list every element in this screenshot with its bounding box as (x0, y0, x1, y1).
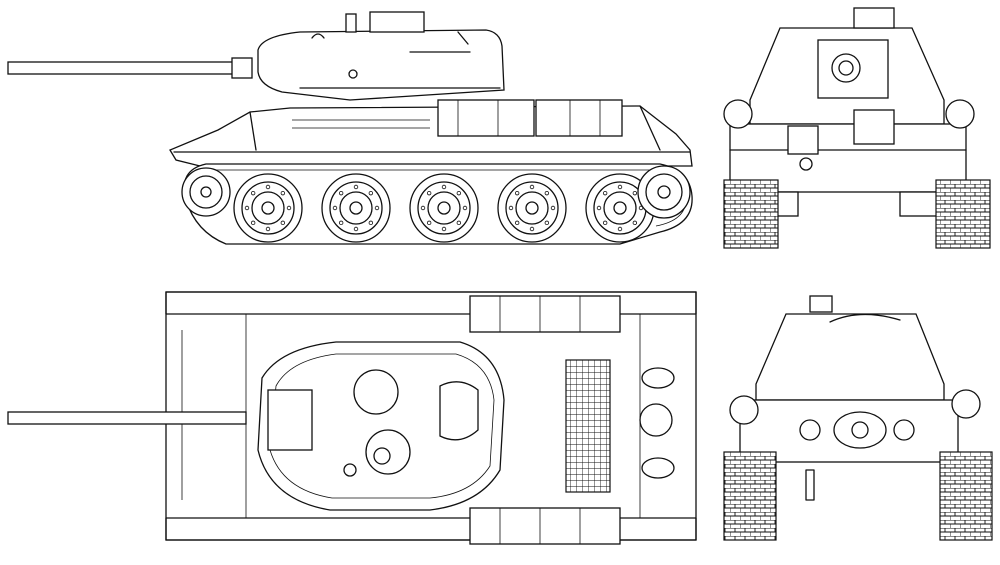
gun-muzzle (831, 53, 861, 83)
main-gun-barrel (7, 57, 253, 79)
rear-access-hatch (833, 411, 887, 449)
top-view (7, 291, 697, 545)
exhaust-right (893, 419, 915, 441)
exhaust-left (799, 419, 821, 441)
road-wheel (585, 173, 655, 243)
headlight-right (945, 99, 975, 129)
rear-track-right (939, 451, 993, 541)
front-view (723, 7, 991, 249)
turret-side (257, 11, 505, 101)
commander-cupola (353, 369, 399, 415)
headlight-left (723, 99, 753, 129)
turret-top (257, 341, 505, 511)
engine-grille (565, 359, 611, 493)
fuel-drum-left (729, 395, 759, 425)
track-right (935, 179, 991, 249)
track-left (723, 179, 779, 249)
running-gear (181, 163, 693, 245)
rear-track-left (723, 451, 777, 541)
rear-turret (755, 313, 945, 401)
road-wheel (233, 173, 303, 243)
fuel-drum-right (951, 389, 981, 419)
hull-side (169, 99, 693, 167)
gun-barrel-top (7, 411, 247, 425)
road-wheel (409, 173, 479, 243)
loader-hatch (365, 429, 411, 475)
road-wheels (233, 173, 655, 243)
rear-hull (739, 399, 959, 463)
side-view (7, 11, 693, 245)
rear-view (723, 295, 993, 541)
idler-wheel (181, 167, 231, 217)
road-wheel (497, 173, 567, 243)
road-wheel (321, 173, 391, 243)
